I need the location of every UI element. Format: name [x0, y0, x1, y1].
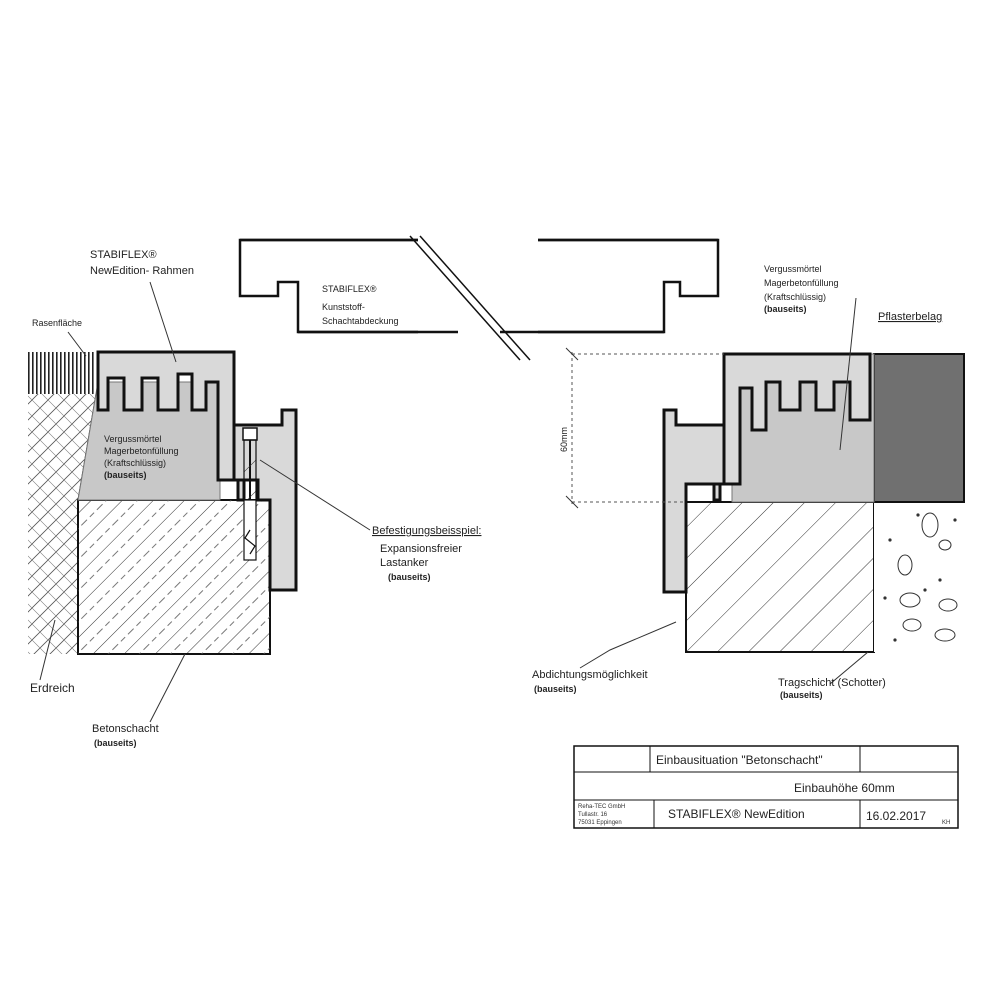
- sealing-label: Abdichtungsmöglichkeit: [532, 669, 648, 681]
- frame-flange-right: [662, 408, 726, 594]
- labels: STABIFLEX® NewEdition- Rahmen Rasenfläch…: [30, 249, 942, 748]
- frame-label-brand: STABIFLEX®: [90, 249, 157, 261]
- fastening-line2: Expansionsfreier: [380, 543, 462, 555]
- shaft-label-sub: (bauseits): [94, 738, 137, 748]
- cover-label-line1: Kunststoff-: [322, 302, 365, 312]
- soil-area: [28, 394, 96, 654]
- title-block: Einbausituation "Betonschacht" Einbauhöh…: [573, 745, 959, 829]
- fastening-line4: (bauseits): [388, 572, 431, 582]
- left-detail: [28, 350, 298, 655]
- anchor-bolt: [242, 427, 258, 561]
- gravel-layer: [874, 502, 964, 652]
- cover-plate: [238, 235, 720, 361]
- shaft-label: Betonschacht: [92, 723, 159, 735]
- title-block-title: Einbausituation "Betonschacht": [656, 753, 823, 767]
- gravel-label: Tragschicht (Schotter): [778, 677, 886, 689]
- fastening-line3: Lastanker: [380, 557, 429, 569]
- title-block-product: STABIFLEX® NewEdition: [668, 807, 805, 821]
- title-block-initials: KH: [942, 820, 950, 826]
- title-block-company-2: Tullastr. 16: [578, 812, 608, 818]
- grout-left-line4: (bauseits): [104, 470, 147, 480]
- cover-label-brand: STABIFLEX®: [322, 284, 377, 294]
- concrete-shaft-right: [685, 501, 875, 653]
- grout-right-line2: Magerbetonfüllung: [764, 278, 839, 288]
- grout-left-line1: Vergussmörtel: [104, 434, 162, 444]
- sealing-label-sub: (bauseits): [534, 684, 577, 694]
- grass-label: Rasenfläche: [32, 318, 82, 328]
- gravel-label-sub: (bauseits): [780, 690, 823, 700]
- grout-right-line4: (bauseits): [764, 304, 807, 314]
- paving-stone: [873, 353, 965, 503]
- title-block-date: 16.02.2017: [866, 809, 926, 823]
- title-block-company-3: 75031 Eppingen: [578, 820, 622, 826]
- stabiflex-frame-right: [712, 352, 872, 502]
- frame-label-name: NewEdition- Rahmen: [90, 265, 194, 277]
- grout-left-line3: (Kraftschlüssig): [104, 458, 166, 468]
- grout-right-line1: Vergussmörtel: [764, 264, 822, 274]
- grout-left-line2: Magerbetonfüllung: [104, 446, 179, 456]
- cover-label-line2: Schachtabdeckung: [322, 316, 399, 326]
- paving-label: Pflasterbelag: [878, 311, 942, 323]
- title-block-height: Einbauhöhe 60mm: [794, 781, 895, 795]
- dimension-label: 60mm: [559, 427, 569, 452]
- leader-lines: [39, 281, 869, 723]
- soil-label: Erdreich: [30, 681, 75, 695]
- grout-right-line3: (Kraftschlüssig): [764, 292, 826, 302]
- fastening-title: Befestigungsbeisspiel:: [372, 525, 481, 537]
- right-detail: [565, 347, 965, 653]
- grass-surface: [28, 352, 96, 394]
- title-block-company-1: Reha-TEC GmbH: [578, 804, 625, 810]
- dimension-60mm: [565, 347, 724, 509]
